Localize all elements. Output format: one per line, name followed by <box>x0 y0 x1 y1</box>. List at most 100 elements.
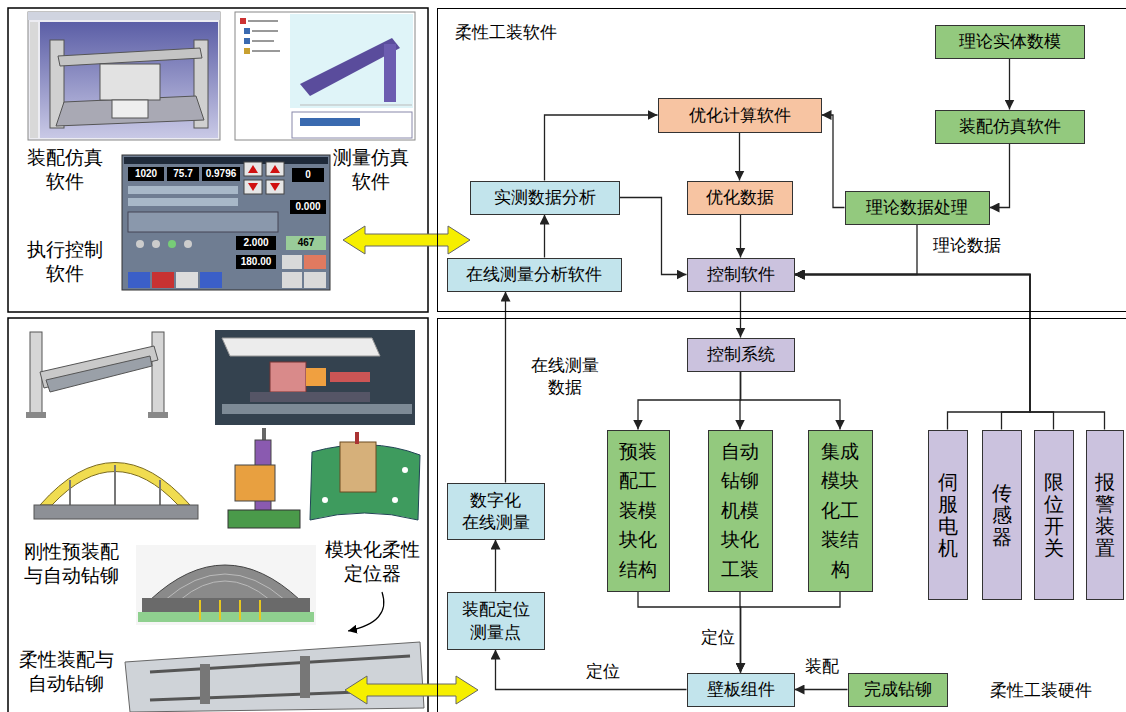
connector <box>795 225 918 275</box>
connector <box>505 292 506 483</box>
module-box: 预装配工装模块化结构 <box>607 430 670 592</box>
rigid-preassembly-render <box>199 600 201 620</box>
connector <box>740 292 741 338</box>
caption: 测量仿真 软件 <box>322 146 420 194</box>
screen-readout: 180.00 <box>236 255 276 269</box>
node-text: 壁板组件 <box>707 679 775 699</box>
connector <box>795 275 1054 430</box>
process-box: 壁板组件 <box>687 673 795 707</box>
rigid-preassembly-render <box>136 545 316 625</box>
measure-sim-screenshot <box>252 30 278 32</box>
gantry-jig-render <box>148 412 168 418</box>
gantry-jig-render <box>46 356 152 392</box>
measure-sim-screenshot <box>235 12 415 140</box>
rigid-preassembly-render <box>138 612 314 622</box>
control-software-screenshot <box>282 255 302 269</box>
control-software-screenshot <box>304 255 326 269</box>
process-box: 装配仿真软件 <box>935 110 1085 144</box>
screen-readout: 0 <box>292 168 324 182</box>
node-text: 优化数据 <box>706 187 774 207</box>
control-software-screenshot <box>244 162 262 176</box>
assembly-sim-screenshot <box>28 12 220 20</box>
rigid-preassembly-render <box>259 600 261 620</box>
control-software-screenshot <box>202 167 240 181</box>
connector <box>795 275 1105 430</box>
assembly-sim-screenshot <box>112 100 148 118</box>
flexible-assembly-render <box>125 642 424 712</box>
double-arrow <box>343 226 470 254</box>
control-software-screenshot <box>128 167 164 181</box>
panel-title: 柔性工装硬件 <box>990 680 1092 700</box>
node-text: 控制系统 <box>707 344 775 364</box>
control-software-screenshot <box>270 183 280 191</box>
connector <box>740 215 741 258</box>
locator-render <box>235 465 275 501</box>
drilling-machine-render <box>330 372 370 382</box>
drilling-machine-render <box>222 404 412 414</box>
edge-label: 理论数据 <box>926 234 1008 256</box>
double-arrow <box>345 676 478 704</box>
callout-arrow <box>348 592 384 631</box>
node-text: 装配仿真软件 <box>959 116 1061 136</box>
drilling-machine-render <box>270 362 306 392</box>
connector <box>620 198 687 275</box>
caption: 装配仿真 软件 <box>16 146 114 194</box>
locator-render <box>228 510 300 528</box>
node-text: 完成钻铆 <box>864 679 932 699</box>
connector <box>741 372 841 430</box>
process-box: 理论实体数模 <box>935 25 1085 59</box>
measure-sim-screenshot <box>244 28 250 34</box>
rigid-preassembly-render <box>136 545 316 625</box>
drilling-machine-render <box>306 368 326 386</box>
connector <box>545 115 658 181</box>
caption: 柔性装配与 自动钻铆 <box>10 648 122 696</box>
gantry-jig-render <box>26 412 46 418</box>
module-box: 自动钻铆机模块化工装 <box>708 430 773 592</box>
screen-readout: 1020 <box>128 167 164 181</box>
control-software-screenshot <box>167 167 199 181</box>
panel-frame <box>8 8 428 712</box>
caption: 刚性预装配 与自动钻铆 <box>10 540 132 588</box>
caption: 模块化柔性 定位器 <box>318 538 426 586</box>
edge-label: 定位 <box>583 660 623 682</box>
node-text: 限位开关 <box>1044 471 1064 559</box>
screen-readout: 2.000 <box>236 236 276 250</box>
screen-readout: 467 <box>286 236 326 250</box>
node-text: 集成模块化工装结构 <box>821 437 859 584</box>
control-software-screenshot <box>290 200 326 214</box>
control-software-screenshot <box>152 272 174 288</box>
measure-sim-screenshot <box>384 44 396 102</box>
control-software-screenshot <box>128 198 238 206</box>
connector <box>795 275 1031 430</box>
node-text: 装配定位 测量点 <box>454 598 538 642</box>
plate-locator-render <box>355 432 359 444</box>
drilling-machine-render <box>215 330 415 425</box>
control-software-screenshot <box>200 272 222 288</box>
device-box: 伺服电机 <box>928 430 968 600</box>
control-software-screenshot <box>248 183 258 191</box>
device-box: 限位开关 <box>1034 430 1074 600</box>
fuselage-panel-jig-render <box>69 480 71 505</box>
control-software-screenshot <box>136 240 144 248</box>
drilling-machine-render <box>215 330 415 425</box>
fuselage-panel-jig-render <box>34 463 198 520</box>
control-software-screenshot <box>236 236 276 250</box>
node-text: 在线测量分析软件 <box>466 264 602 284</box>
process-box: 装配定位 测量点 <box>447 592 545 650</box>
measure-sim-screenshot <box>300 118 360 126</box>
rigid-preassembly-render <box>165 574 285 600</box>
node-text: 理论数据处理 <box>866 197 968 217</box>
assembly-sim-screenshot <box>56 96 204 126</box>
node-text: 理论实体数模 <box>959 31 1061 51</box>
plate-locator-render <box>310 432 420 520</box>
assembly-sim-screenshot <box>28 12 220 140</box>
rigid-preassembly-render <box>150 565 300 600</box>
measure-sim-screenshot <box>290 14 413 108</box>
fuselage-panel-jig-render <box>114 465 116 505</box>
assembly-sim-screenshot <box>28 12 220 140</box>
node-text: 优化计算软件 <box>689 105 791 125</box>
node-text: 伺服电机 <box>938 471 958 559</box>
process-box: 实测数据分析 <box>470 181 620 215</box>
flexible-assembly-render <box>200 664 210 704</box>
flexible-assembly-render <box>300 656 310 698</box>
